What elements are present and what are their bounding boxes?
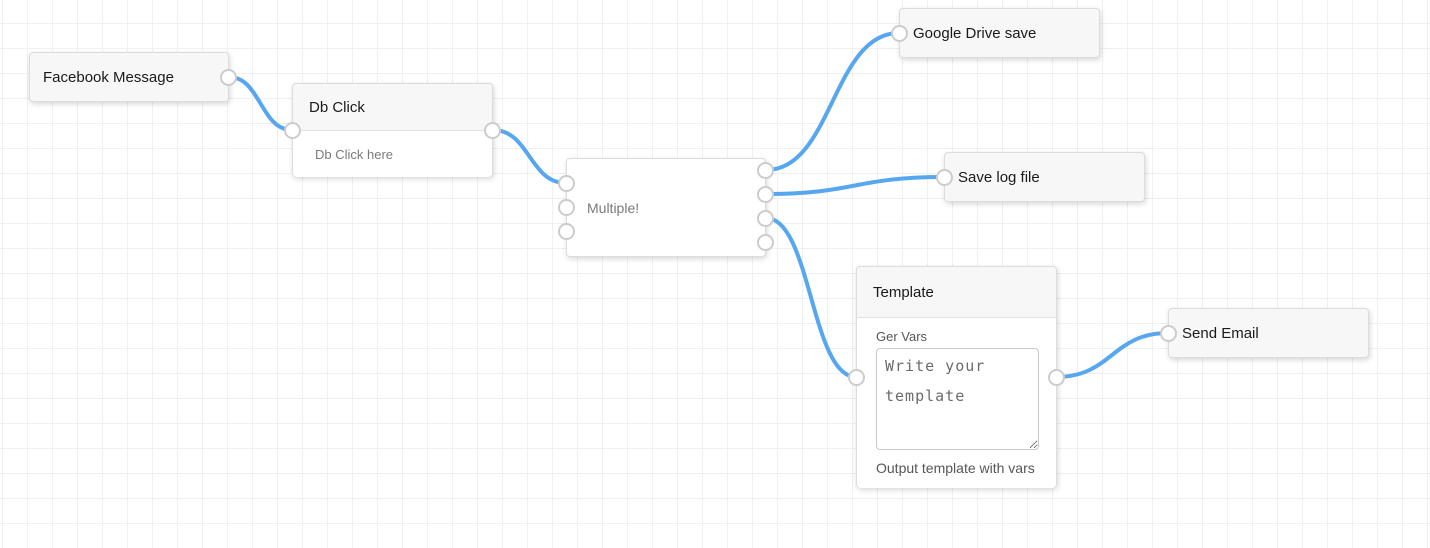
node-facebook-message[interactable]: Facebook Message — [29, 52, 237, 102]
input-port[interactable] — [284, 122, 301, 139]
node-body-text: Db Click here — [315, 146, 394, 162]
input-port[interactable] — [848, 369, 865, 386]
node-body: Ger Vars Output template with vars — [857, 318, 1056, 488]
input-port[interactable] — [936, 169, 953, 186]
node-body: Db Click here — [293, 131, 492, 177]
connection-multiple-to-savelog[interactable] — [764, 175, 946, 196]
output-port[interactable] — [484, 122, 501, 139]
output-port-2[interactable] — [757, 186, 774, 203]
node-header: Db Click — [293, 84, 492, 131]
node-label: Multiple! — [587, 199, 640, 216]
output-port-4[interactable] — [757, 234, 774, 251]
node-title: Save log file — [958, 168, 1040, 186]
field-label: Ger Vars — [876, 329, 928, 344]
connection-facebook-to-dbclick[interactable] — [227, 75, 294, 132]
connection-multiple-to-gdrive[interactable] — [764, 31, 901, 172]
input-port[interactable] — [891, 25, 908, 42]
node-title: Send Email — [1182, 324, 1259, 342]
node-title: Template — [873, 283, 934, 301]
output-port[interactable] — [1048, 369, 1065, 386]
node-title: Db Click — [309, 98, 365, 116]
input-port[interactable] — [1160, 325, 1177, 342]
connection-dbclick-to-multiple[interactable] — [491, 128, 568, 185]
output-port-1[interactable] — [757, 162, 774, 179]
input-port-2[interactable] — [558, 199, 575, 216]
connection-multiple-to-template[interactable] — [764, 216, 858, 379]
input-port-1[interactable] — [558, 175, 575, 192]
output-port[interactable] — [220, 69, 237, 86]
node-title: Google Drive save — [913, 24, 1037, 42]
input-port-3[interactable] — [558, 223, 575, 240]
node-send-email[interactable]: Send Email — [1160, 308, 1369, 358]
node-multiple[interactable]: Multiple! — [558, 158, 774, 257]
node-google-drive-save[interactable]: Google Drive save — [891, 8, 1100, 58]
node-save-log-file[interactable]: Save log file — [936, 152, 1145, 202]
node-db-click[interactable]: Db Click Db Click here — [284, 83, 501, 177]
node-title: Facebook Message — [43, 68, 174, 86]
connection-template-to-sendemail[interactable] — [1054, 331, 1170, 379]
node-template[interactable]: Template Ger Vars Output template with v… — [848, 266, 1065, 488]
node-header: Template — [857, 267, 1056, 318]
output-port-3[interactable] — [757, 210, 774, 227]
node-footer-text: Output template with vars — [876, 460, 1035, 476]
template-textarea[interactable] — [876, 348, 1039, 450]
